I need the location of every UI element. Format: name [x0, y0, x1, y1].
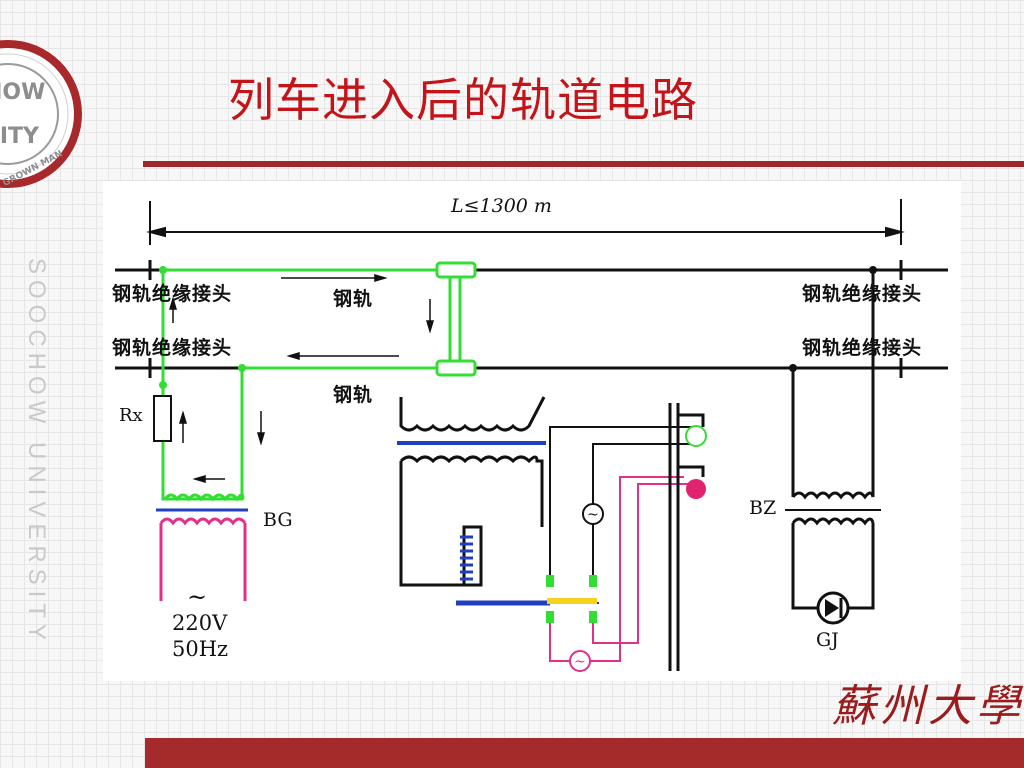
circuit-drawing: ~ ~ — [115, 199, 948, 672]
track-circuit-diagram: ~ ~ L≤130 — [103, 181, 961, 681]
logo-text-top: HOW — [0, 80, 46, 105]
rails — [115, 260, 948, 378]
green-signal-lamp — [685, 425, 707, 447]
relay-coil — [460, 535, 473, 581]
train-wheelset — [435, 261, 477, 377]
rx-resistor — [153, 395, 172, 442]
university-logo: HOW SITY GROWN MAN — [0, 28, 84, 200]
rail-joint-label-bottom-right: 钢轨绝缘接头 — [802, 337, 923, 359]
signal-wiring — [549, 426, 701, 662]
bg-label: BG — [263, 509, 293, 531]
title-divider — [143, 161, 1024, 167]
bg-transformer — [156, 493, 248, 601]
ac-symbol: ~ — [187, 583, 208, 611]
signal-mast — [668, 403, 705, 671]
university-signature: 蘇州大學 — [832, 681, 1024, 732]
svg-text:~: ~ — [574, 654, 586, 670]
rail-joint-label-bottom-left: 钢轨绝缘接头 — [112, 337, 233, 359]
page-title: 列车进入后的轨道电路 — [228, 73, 698, 127]
current-arrows — [168, 273, 435, 484]
rail-label-top: 钢轨 — [333, 288, 374, 310]
rx-label: Rx — [119, 405, 143, 426]
length-dimension — [146, 199, 905, 245]
logo-text-mid: SITY — [0, 124, 39, 149]
gj-label: GJ — [816, 629, 839, 651]
voltage-label: 220V — [172, 611, 228, 635]
rail-joint-label-top-left: 钢轨绝缘接头 — [112, 283, 233, 305]
gj-relay — [816, 591, 850, 625]
university-name-vertical: SOOCHOW UNIVERSITY — [23, 258, 50, 647]
ac-source-lower — [569, 650, 591, 672]
ac-source-upper — [582, 503, 604, 525]
relay-contacts — [546, 575, 597, 623]
bz-transformer — [785, 270, 881, 610]
frequency-label: 50Hz — [172, 637, 229, 661]
rail-joint-label-top-right: 钢轨绝缘接头 — [802, 283, 923, 305]
rail-label-bottom: 钢轨 — [333, 384, 374, 406]
bz-label: BZ — [749, 497, 777, 519]
length-label: L≤1300 m — [451, 195, 552, 217]
red-signal-lamp — [686, 479, 706, 499]
svg-text:~: ~ — [587, 507, 599, 523]
bottom-bar — [145, 738, 1024, 768]
